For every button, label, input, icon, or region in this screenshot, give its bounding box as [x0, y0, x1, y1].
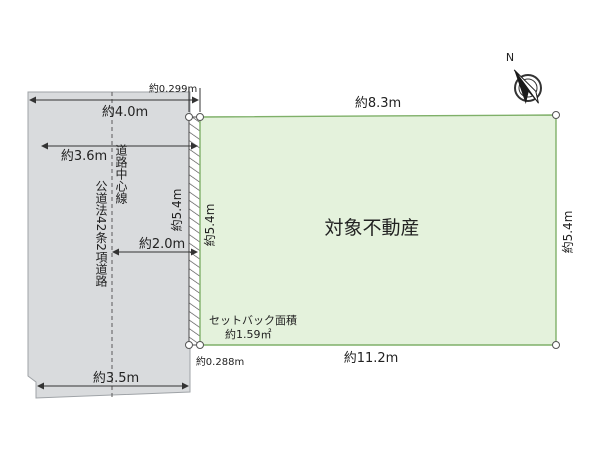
setback-strip [188, 116, 201, 346]
corner-marker [196, 341, 204, 349]
dimension-lot-left: 約5.4m [202, 204, 217, 247]
setback-title: セットバック面積 [209, 313, 297, 327]
corner-marker [552, 341, 560, 349]
dimension-setback-bottom: 約0.288m [196, 355, 244, 368]
road-type-label: 公道法42条2項道路 [94, 180, 108, 287]
lot-title: 対象不動産 [324, 217, 419, 239]
road-area [27, 91, 191, 399]
corner-marker [196, 113, 204, 121]
setback-area: 約1.59㎡ [225, 327, 272, 341]
corner-marker [552, 111, 560, 119]
corner-marker [185, 341, 193, 349]
dimension-road-top-width: 約4.0m [102, 105, 148, 120]
dimension-lot-top: 約8.3m [355, 96, 401, 111]
north-arrow-icon [513, 69, 542, 104]
dimension-half-road: 約2.0m [139, 237, 185, 252]
dimension-setback-top: 約0.299m [149, 82, 197, 95]
dimension-road-bottom-width: 約3.5m [93, 371, 139, 386]
road-center-line-label: 道路中心線 [114, 144, 128, 204]
dimension-lot-bottom: 約11.2m [344, 351, 399, 366]
dimension-lot-left-inner: 約5.4m [169, 189, 184, 232]
dimension-center-distance: 約3.6m [61, 149, 107, 164]
corner-marker [185, 113, 193, 121]
dimension-lot-right: 約5.4m [560, 211, 575, 254]
compass-north-label: N [506, 51, 514, 64]
